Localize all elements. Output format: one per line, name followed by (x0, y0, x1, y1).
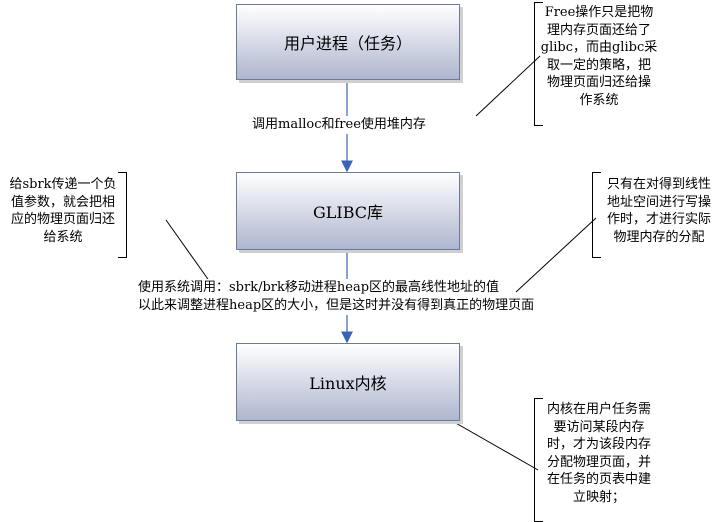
syscall-label-line2: 以此来调整进程heap区的大小，但是这时并没有得到真正的物理页面 (138, 297, 535, 315)
kernel-note-line: 在任务的页表中建 (546, 472, 651, 487)
free-note-line: 取一定的策略，把 (546, 57, 651, 73)
free-note-bracket (534, 2, 543, 126)
sbrk-note-line: 值参数，就会把相 (10, 194, 115, 210)
free-note-line: 理内存页面还给了 (546, 22, 651, 38)
sbrk-note-bracket (118, 172, 127, 258)
glibc-label: GLIBC库 (312, 203, 384, 222)
callout-free (475, 55, 541, 117)
callout-kernel (439, 413, 539, 471)
sbrk-note-line: 给系统 (43, 229, 83, 245)
user-process-box: 用户进程（任务） (236, 4, 460, 80)
kernel-note-line: 要访问某段内存 (553, 419, 645, 435)
sbrk-note-line: 给sbrk传递一个负 (9, 177, 117, 192)
malloc-free-label: 调用malloc和free使用堆内存 (252, 116, 426, 134)
kernel-note: 内核在用户任务需 要访问某段内存 时，才为该段内存 分配物理页面，并 在任务的页… (538, 401, 660, 506)
free-note: Free操作只是把物 理内存页面还给了 glibc，而由glibc采 取一定的策… (538, 4, 660, 109)
free-note-line: 作系统 (579, 92, 619, 108)
kernel-note-line: 时，才为该段内存 (546, 437, 651, 452)
free-note-line: Free操作只是把物 (544, 5, 654, 20)
sbrk-note: 给sbrk传递一个负 值参数，就会把相 应的物理页面归还 给系统 (4, 176, 122, 246)
kernel-note-line: 立映射； (572, 489, 625, 505)
write-note: 只有在对得到线性 地址空间进行写操 作时，才进行实际 物理内存的分配 (597, 176, 721, 246)
linux-kernel-label: Linux内核 (309, 374, 387, 393)
kernel-note-line: 分配物理页面，并 (546, 454, 651, 470)
write-note-bracket (592, 172, 601, 258)
write-note-line: 作时，才进行实际 (606, 212, 711, 227)
free-note-line: 物理页面归还给操 (546, 75, 651, 90)
sbrk-note-line: 应的物理页面归还 (10, 212, 115, 227)
linux-kernel-box: Linux内核 (236, 343, 460, 421)
write-note-line: 地址空间进行写操 (606, 194, 711, 210)
kernel-note-line: 内核在用户任务需 (546, 402, 651, 417)
free-note-line: glibc，而由glibc采 (540, 40, 658, 55)
syscall-label-line1: 使用系统调用：sbrk/brk移动进程heap区的最高线性地址的值 (138, 279, 500, 297)
write-note-line: 物理内存的分配 (613, 229, 705, 245)
user-process-label: 用户进程（任务） (283, 34, 412, 53)
callout-write (515, 217, 597, 293)
write-note-line: 只有在对得到线性 (606, 177, 711, 192)
callout-sbrk (165, 219, 211, 283)
glibc-box: GLIBC库 (236, 172, 460, 250)
